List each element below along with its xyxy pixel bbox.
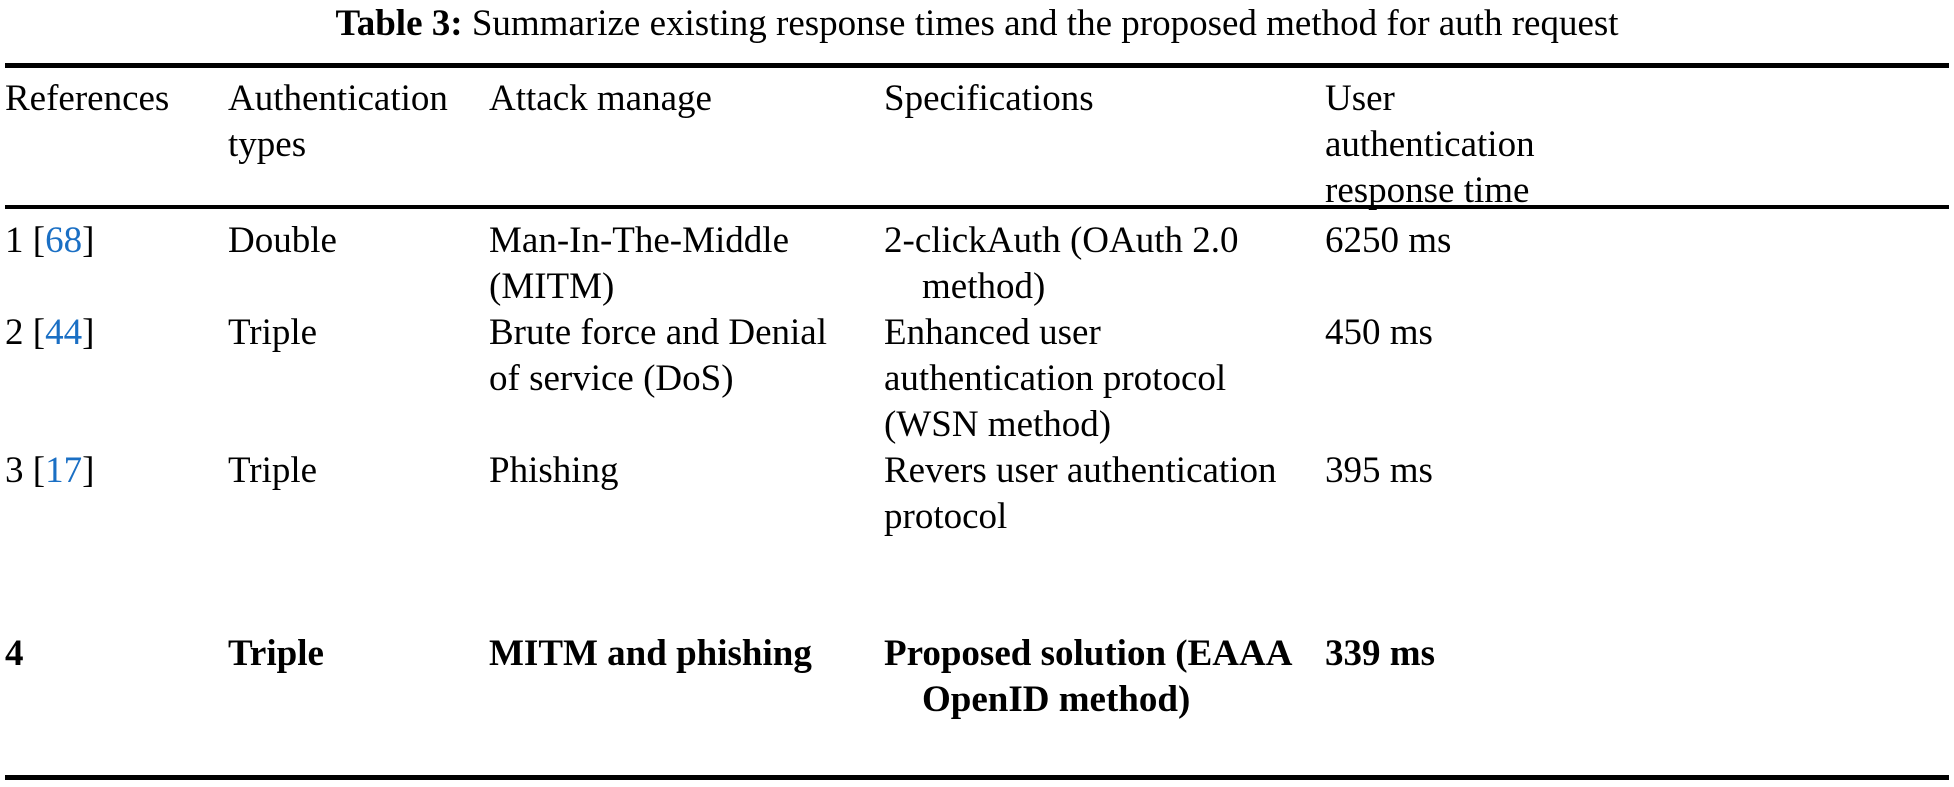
column-header-authentication-types: Authentication types	[228, 78, 448, 165]
citation-bracket-close: ]	[82, 220, 95, 261]
citation-link[interactable]: 17	[45, 450, 83, 491]
citation-link[interactable]: 44	[45, 312, 83, 353]
citation-bracket-close: ]	[82, 312, 95, 353]
table-caption: Table 3: Summarize existing response tim…	[0, 2, 1954, 46]
table-caption-label: Table 3:	[335, 3, 463, 44]
cell-response-time: 6250 ms	[1325, 220, 1452, 261]
table-bottom-rule	[5, 775, 1949, 780]
cell-specifications: 2-clickAuth (OAuth 2.0 method)	[884, 220, 1239, 307]
row-index: 4	[5, 633, 24, 674]
column-header-references: References	[5, 78, 170, 119]
cell-authentication-type: Triple	[228, 633, 324, 674]
row-index: 3	[5, 450, 24, 491]
cell-specifications: Enhanced user authentication protocol (W…	[884, 312, 1227, 445]
table-caption-text: Summarize existing response times and th…	[471, 3, 1619, 44]
cell-attack-manage: Brute force and Denial of service (DoS)	[489, 312, 827, 399]
table-header-rule	[5, 205, 1949, 209]
cell-response-time: 450 ms	[1325, 312, 1433, 353]
cell-reference: 1 [68]	[5, 218, 223, 264]
table-header-row: References Authentication types Attack m…	[0, 76, 1954, 211]
cell-response-time: 395 ms	[1325, 450, 1433, 491]
cell-attack-manage: Man-In-The-Middle (MITM)	[489, 220, 790, 307]
table-row: 2 [44] Triple Brute force and Denial of …	[0, 310, 1954, 450]
table-row-proposed: 4 Triple MITM and phishing Proposed solu…	[0, 631, 1954, 731]
table-top-rule	[5, 63, 1949, 68]
cell-reference: 2 [44]	[5, 310, 223, 356]
row-index: 1	[5, 220, 24, 261]
cell-authentication-type: Triple	[228, 312, 318, 353]
column-header-specifications: Specifications	[884, 78, 1094, 119]
citation-bracket-open: [	[32, 450, 46, 491]
citation-link[interactable]: 68	[45, 220, 83, 261]
cell-specifications: Proposed solution (EAAA OpenID method)	[884, 633, 1293, 720]
citation-bracket-open: [	[32, 312, 46, 353]
cell-response-time: 339 ms	[1325, 633, 1435, 674]
cell-reference: 4	[5, 631, 223, 677]
cell-authentication-type: Double	[228, 220, 337, 261]
cell-attack-manage: MITM and phishing	[489, 633, 812, 674]
row-index: 2	[5, 312, 24, 353]
table-row: 3 [17] Triple Phishing Revers user authe…	[0, 448, 1954, 542]
cell-attack-manage: Phishing	[489, 450, 619, 491]
citation-bracket-open: [	[32, 220, 46, 261]
column-header-attack-manage: Attack manage	[489, 78, 712, 119]
column-header-user-auth-response-time: User authentication response time	[1325, 78, 1535, 211]
cell-reference: 3 [17]	[5, 448, 223, 494]
cell-authentication-type: Triple	[228, 450, 318, 491]
table-row: 1 [68] Double Man-In-The-Middle (MITM) 2…	[0, 218, 1954, 312]
cell-specifications: Revers user authentication protocol	[884, 450, 1277, 537]
citation-bracket-close: ]	[82, 450, 95, 491]
